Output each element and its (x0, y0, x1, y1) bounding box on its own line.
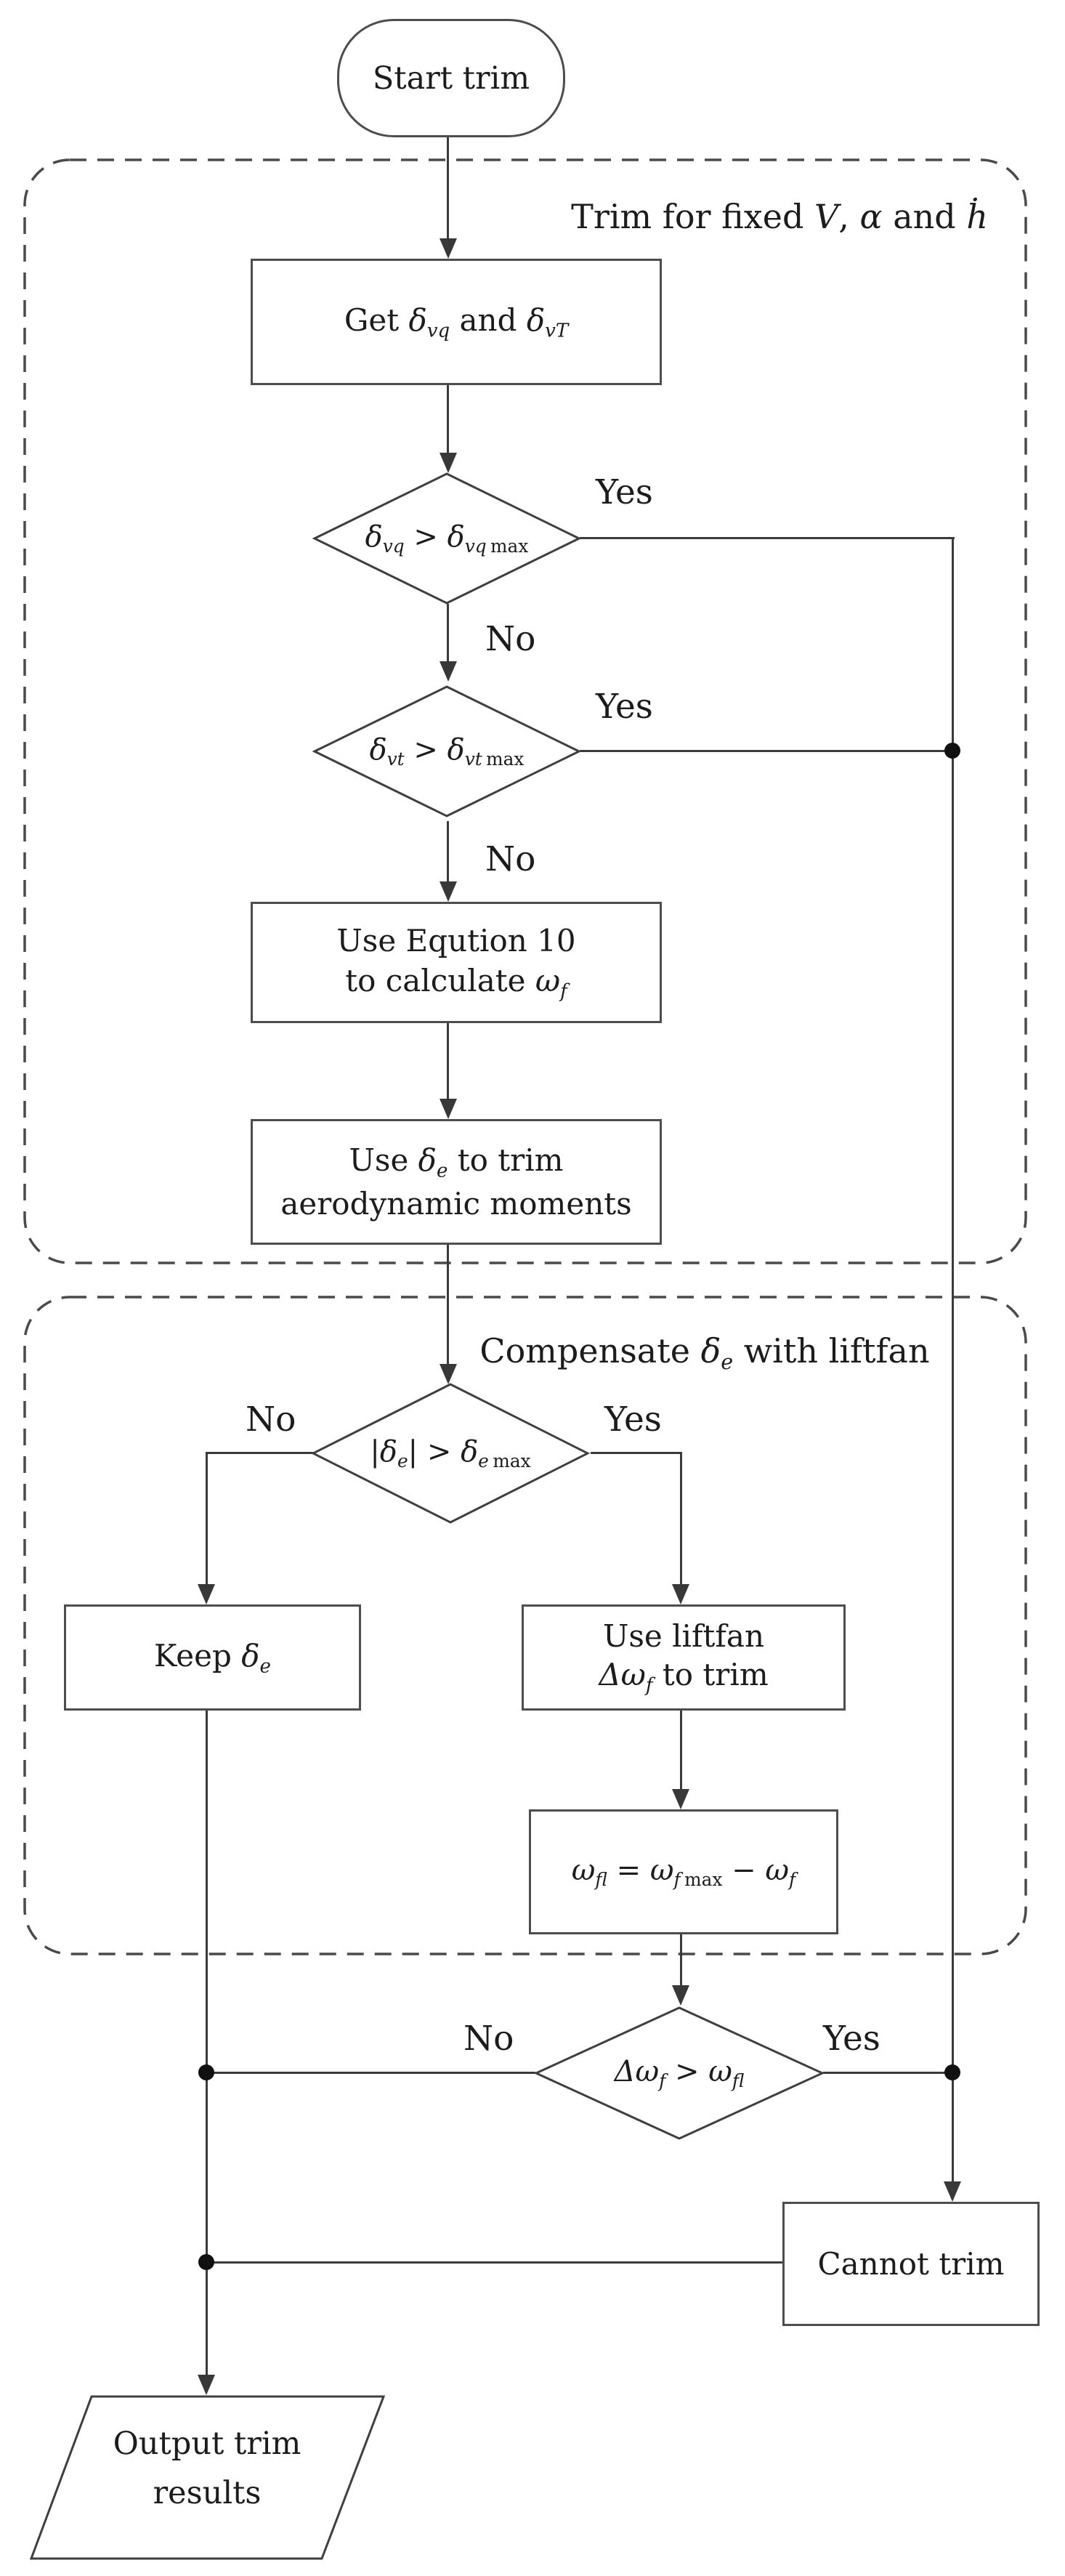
arrow-into-decde-icon (440, 1364, 457, 1384)
edge-keep-down-rail (206, 1706, 208, 2391)
diamond-outline (312, 472, 581, 605)
edge-decdwf-yes (823, 2072, 953, 2074)
dashed-border (23, 1296, 1027, 1955)
arrow-into-liftfan-icon (672, 1584, 689, 1604)
arrow-into-usede-icon (440, 1099, 457, 1119)
region-compensate (22, 1294, 1029, 1957)
edge-label-de-yes: Yes (604, 1400, 662, 1440)
edge-decde-yes (591, 1452, 682, 1454)
edge-start-to-get (447, 133, 449, 254)
edge-decvq-no (447, 604, 449, 677)
edge-label-dvt-yes: Yes (596, 687, 653, 727)
edge-decvq-yes (580, 537, 955, 539)
edge-liftfan-to-wfl (680, 1706, 682, 1806)
node-keep-de-label: Keep δe (154, 1638, 271, 1678)
edge-decde-no (207, 1452, 314, 1454)
node-use-de-trim: Use δe to trim aerodynamic moments (251, 1119, 662, 1245)
junction-dot (944, 2064, 960, 2080)
junction-dot (198, 2064, 214, 2080)
arrow-into-cannot-icon (944, 2181, 961, 2202)
node-use-liftfan-label: Use liftfan Δωf to trim (599, 1618, 769, 1697)
node-output-results: Output trim results (22, 2391, 392, 2565)
region-trim-fixed (22, 157, 1029, 1266)
region-compensate-label: Compensate δe with liftfan (479, 1331, 930, 1375)
arrow-into-get-icon (440, 238, 457, 259)
edge-label-dvt-no: No (485, 839, 536, 879)
edge-decdwf-no (207, 2072, 535, 2074)
node-equation10-label: Use Eqution 10 to calculate ωf (336, 922, 576, 1003)
edge-label-dvq-no: No (485, 619, 536, 659)
arrow-into-keep-icon (198, 1584, 215, 1604)
edge-cannot-join (207, 2261, 784, 2264)
edge-label-de-no: No (246, 1400, 296, 1440)
edge-yes-to-liftfan (680, 1452, 682, 1600)
edge-wfl-to-decdwf (680, 1930, 682, 2002)
node-cannot-trim-label: Cannot trim (817, 2245, 1005, 2282)
arrow-into-eq10-icon (440, 881, 457, 902)
node-get-deltas-label: Get δvq and δvT (344, 302, 569, 342)
node-decision-dwf-label: Δωf > ωfl (614, 2055, 745, 2091)
edge-label-dwf-yes: Yes (823, 2019, 880, 2059)
dashed-border (23, 158, 1027, 1264)
region-trim-fixed-label: Trim for fixed V, α and ḣ (571, 197, 988, 236)
diamond-outline (312, 685, 581, 817)
arrow-into-output-icon (198, 2375, 215, 2395)
node-cannot-trim: Cannot trim (782, 2202, 1040, 2326)
node-get-deltas: Get δvq and δvT (251, 259, 662, 385)
arrow-into-decdwf-icon (672, 1985, 689, 2006)
arrow-into-decvt-icon (440, 661, 457, 682)
diamond-outline (534, 2006, 825, 2140)
node-output-results-label: Output trim results (113, 2426, 301, 2511)
node-start-trim: Start trim (337, 19, 565, 137)
edge-label-dvq-yes: Yes (596, 472, 653, 512)
edge-get-to-decvq (447, 381, 449, 469)
edge-right-rail (952, 537, 954, 2198)
parallelogram-outline (29, 2395, 386, 2560)
junction-dot (944, 743, 960, 759)
node-use-liftfan: Use liftfan Δωf to trim (522, 1604, 846, 1711)
junction-dot (198, 2254, 214, 2270)
diamond-outline (311, 1383, 590, 1524)
edge-no-to-keep (206, 1452, 208, 1600)
edge-label-dwf-no: No (463, 2019, 514, 2059)
node-keep-de: Keep δe (64, 1604, 361, 1711)
arrow-into-decvq-icon (440, 453, 457, 473)
node-use-de-trim-label: Use δe to trim aerodynamic moments (280, 1142, 632, 1222)
edge-decvt-no (447, 821, 449, 898)
edge-usede-to-decde (447, 1240, 449, 1381)
node-start-trim-label: Start trim (372, 60, 530, 97)
arrow-into-wfl-icon (672, 1789, 689, 1809)
edge-eq10-to-usede (447, 1019, 449, 1115)
node-decision-dwf: Δωf > ωfl (534, 2006, 825, 2141)
node-equation10: Use Eqution 10 to calculate ωf (251, 902, 662, 1023)
edge-decvt-yes (580, 750, 953, 752)
